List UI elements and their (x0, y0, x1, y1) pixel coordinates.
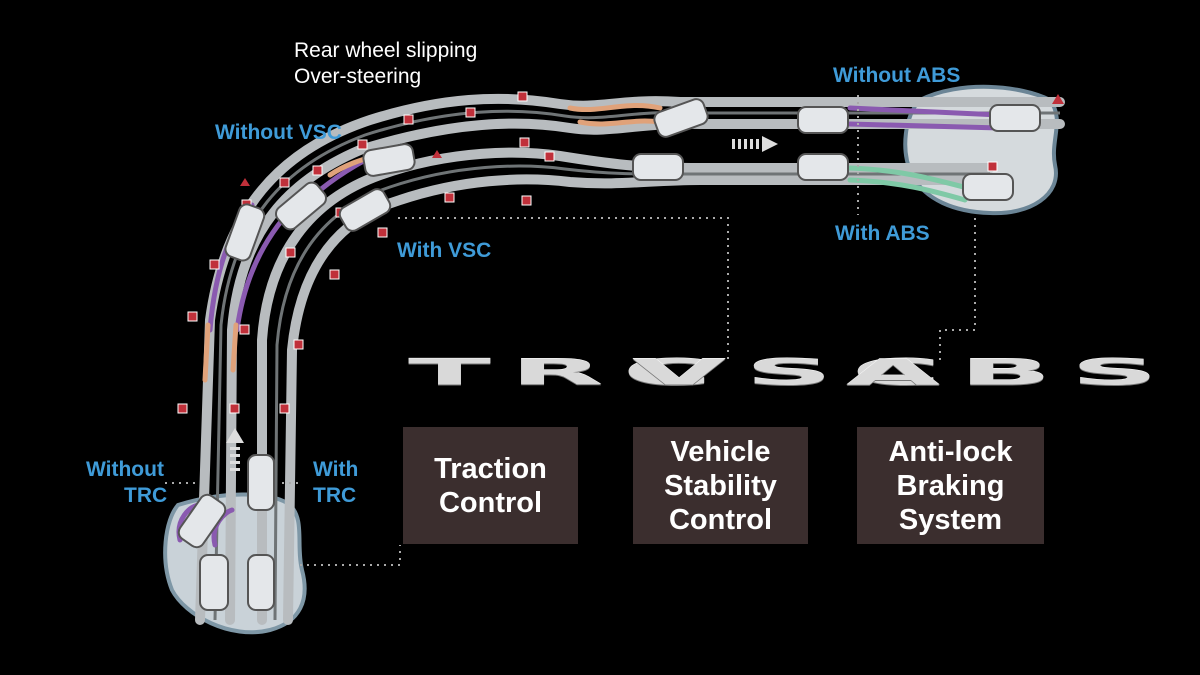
direction-arrow-up (226, 428, 244, 471)
trc-abbreviation: TRC (408, 352, 731, 394)
skid-marks (176, 103, 1003, 548)
traction-control-box: Traction Control (403, 427, 578, 544)
over-steering-label: Over-steering (294, 65, 422, 88)
traction-control-line1: Traction (434, 452, 547, 485)
without-abs-label: Without ABS (833, 64, 961, 87)
vsc-line2: Stability (664, 469, 777, 502)
car-icons (177, 98, 1041, 611)
with-trc-label-line2: TRC (313, 484, 357, 507)
traction-control-line2: Control (438, 486, 543, 519)
direction-arrow-right (732, 136, 778, 152)
anti-lock-braking-system-box: Anti-lock Braking System (857, 427, 1044, 544)
abs-abbreviation: ABS (846, 352, 1178, 394)
with-abs-label: With ABS (835, 222, 930, 245)
without-vsc-label: Without VSC (215, 121, 342, 144)
vsc-line1: Vehicle (670, 435, 771, 468)
vsc-abbreviation: VSC (632, 352, 960, 394)
hazard-markers (177, 91, 998, 414)
with-vsc-label: With VSC (397, 239, 492, 262)
rear-wheel-slipping-label: Rear wheel slipping (294, 39, 478, 62)
vehicle-stability-control-box: Vehicle Stability Control (633, 427, 808, 544)
dotted-connectors (165, 95, 976, 566)
warning-triangles (240, 94, 1064, 186)
vsc-line3: Control (668, 503, 773, 536)
without-trc-label-line2: TRC (124, 484, 168, 507)
abs-line2: Braking (896, 469, 1005, 502)
without-trc-label-line1: Without (86, 458, 164, 481)
abs-line1: Anti-lock (888, 435, 1013, 468)
abs-line3: System (898, 503, 1003, 536)
with-trc-label-line1: With (313, 458, 359, 481)
